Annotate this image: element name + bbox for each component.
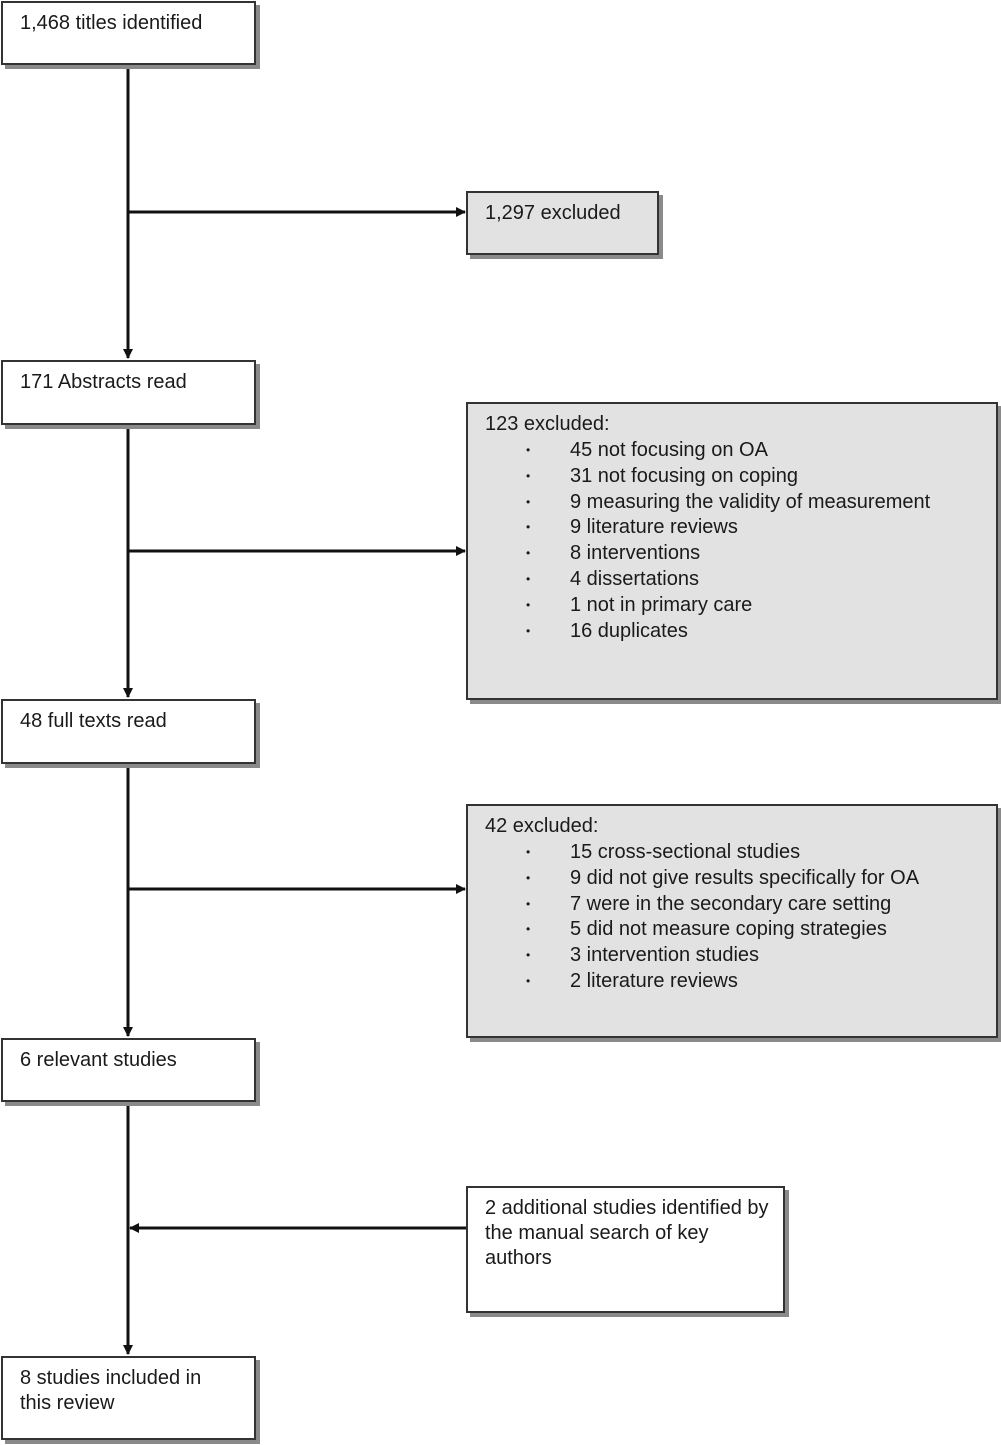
- abstracts-read-box: 171 Abstracts read: [1, 360, 256, 425]
- bullet-icon: •: [526, 520, 531, 535]
- reason-item: •9 measuring the validity of measurement: [526, 490, 930, 516]
- excluded-123-title: 123 excluded:: [485, 413, 610, 435]
- excluded-1297-box: 1,297 excluded: [466, 191, 659, 255]
- excluded-123-reason-list: •45 not focusing on OA •31 not focusing …: [526, 438, 930, 644]
- excluded-42-box: 42 excluded: •15 cross-sectional studies…: [466, 804, 998, 1038]
- reason-item: •9 did not give results specifically for…: [526, 866, 919, 892]
- bullet-icon: •: [526, 623, 531, 638]
- bullet-icon: •: [526, 870, 531, 885]
- reason-item: •15 cross-sectional studies: [526, 840, 919, 866]
- abstracts-read-label: 171 Abstracts read: [20, 371, 187, 393]
- bullet-icon: •: [526, 896, 531, 911]
- additional-studies-box: 2 additional studies identified by the m…: [466, 1186, 785, 1313]
- bullet-icon: •: [526, 571, 531, 586]
- reason-item: •9 literature reviews: [526, 515, 930, 541]
- reason-item: •45 not focusing on OA: [526, 438, 930, 464]
- bullet-icon: •: [526, 973, 531, 988]
- bullet-icon: •: [526, 845, 531, 859]
- bullet-icon: •: [526, 546, 531, 561]
- titles-identified-box: 1,468 titles identified: [1, 1, 256, 65]
- reason-item: •16 duplicates: [526, 619, 930, 645]
- reason-item: •2 literature reviews: [526, 969, 919, 995]
- reason-item: •5 did not measure coping strategies: [526, 917, 919, 943]
- reason-item: •8 interventions: [526, 541, 930, 567]
- excluded-42-reason-list: •15 cross-sectional studies •9 did not g…: [526, 840, 919, 995]
- full-texts-read-label: 48 full texts read: [20, 710, 167, 732]
- studies-included-box: 8 studies included in this review: [1, 1356, 256, 1440]
- bullet-icon: •: [526, 597, 531, 612]
- reason-item: •1 not in primary care: [526, 593, 930, 619]
- relevant-studies-label: 6 relevant studies: [20, 1049, 177, 1071]
- reason-item: •4 dissertations: [526, 567, 930, 593]
- bullet-icon: •: [526, 922, 531, 937]
- additional-studies-label: 2 additional studies identified by the m…: [485, 1197, 769, 1269]
- excluded-1297-label: 1,297 excluded: [485, 202, 621, 224]
- bullet-icon: •: [526, 494, 531, 509]
- bullet-icon: •: [526, 443, 531, 457]
- excluded-42-title: 42 excluded:: [485, 815, 599, 837]
- full-texts-read-box: 48 full texts read: [1, 699, 256, 764]
- excluded-123-box: 123 excluded: •45 not focusing on OA •31…: [466, 402, 998, 700]
- relevant-studies-box: 6 relevant studies: [1, 1038, 256, 1102]
- studies-included-label: 8 studies included in this review: [20, 1367, 202, 1414]
- bullet-icon: •: [526, 948, 531, 963]
- reason-item: •3 intervention studies: [526, 943, 919, 969]
- bullet-icon: •: [526, 468, 531, 483]
- titles-identified-label: 1,468 titles identified: [20, 12, 203, 34]
- reason-item: •31 not focusing on coping: [526, 464, 930, 490]
- reason-item: •7 were in the secondary care setting: [526, 892, 919, 918]
